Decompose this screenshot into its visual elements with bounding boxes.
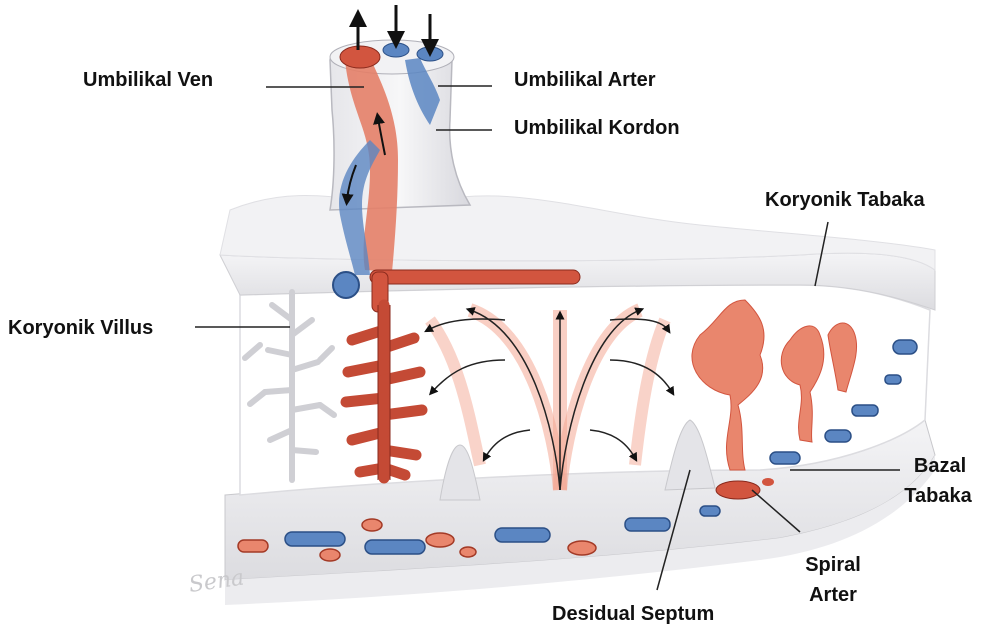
label-chorionic-plate: Koryonik Tabaka — [765, 189, 925, 211]
spiral-artery-opening-small — [762, 478, 774, 486]
chorionic-artery-branch — [370, 270, 580, 284]
label-chorionic-villus: Koryonik Villus — [8, 317, 153, 339]
label-decidual-septum: Desidual Septum — [552, 603, 714, 625]
umbilical-vein-lumen — [340, 46, 380, 68]
label-umbilical-cord: Umbilikal Kordon — [514, 117, 680, 139]
umbilical-artery-lumen-1 — [383, 43, 409, 57]
spiral-artery-opening — [716, 481, 760, 499]
label-basal-plate-line2: Tabaka — [898, 485, 978, 507]
chorionic-vessel-blue — [333, 272, 359, 298]
label-spiral-artery-line2: Arter — [798, 584, 868, 606]
umbilical-artery-lumen-2 — [417, 47, 443, 61]
label-basal-plate-line1: Bazal — [905, 455, 975, 477]
label-umbilical-vein: Umbilikal Ven — [83, 69, 213, 91]
label-spiral-artery-line1: Spiral — [798, 554, 868, 576]
label-umbilical-artery: Umbilikal Arter — [514, 69, 656, 91]
